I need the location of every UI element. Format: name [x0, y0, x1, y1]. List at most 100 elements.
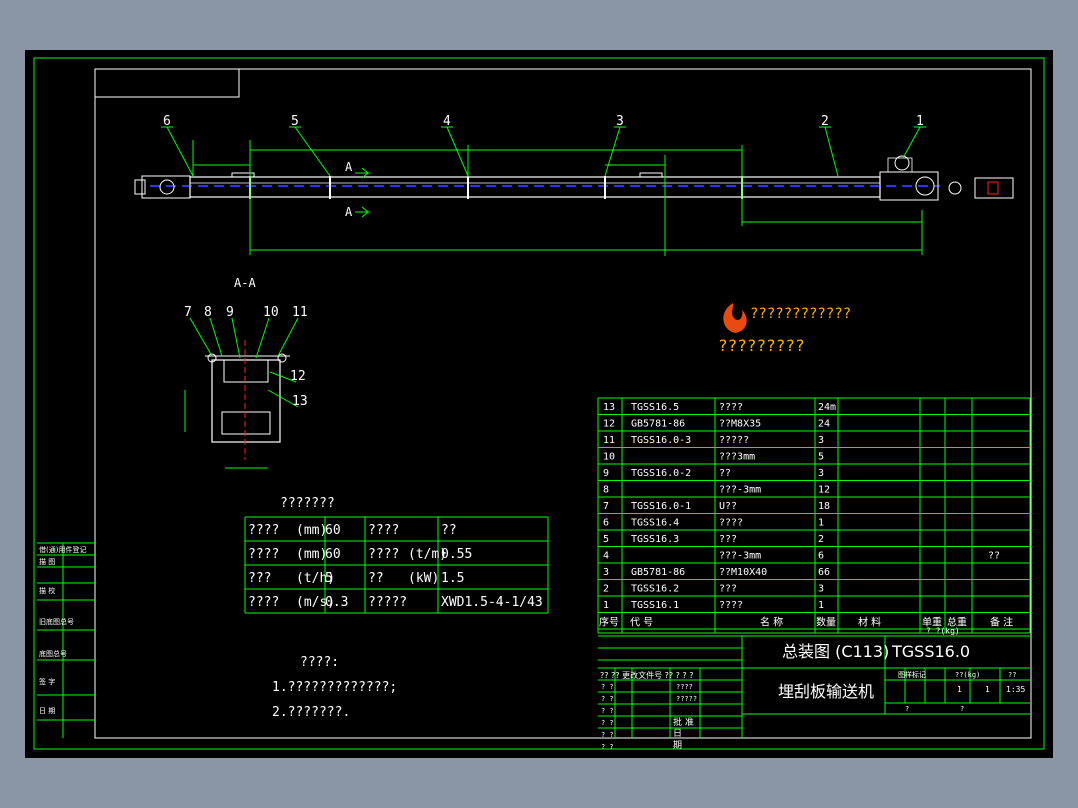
section-markers — [355, 167, 370, 218]
bom-no: 6 — [603, 518, 609, 529]
tb-scale: 1:35 — [1006, 685, 1025, 694]
tb-qty-2: 1 — [985, 685, 990, 694]
params-cell: ?? — [441, 523, 457, 538]
section-bolt-left — [207, 353, 217, 363]
bom-code: TGSS16.1 — [631, 600, 679, 611]
params-title: ??????? — [280, 496, 335, 511]
params-cell: ??? — [248, 571, 271, 586]
bom-header-cell: 材 料 — [858, 616, 881, 629]
bom-qty: 24 — [818, 419, 830, 430]
bom-qty: 3 — [818, 468, 824, 479]
bom-qty: 1 — [818, 518, 824, 529]
callout-6: 6 — [163, 114, 171, 129]
product-name: 埋刮板输送机 — [778, 682, 874, 701]
section-view — [184, 340, 290, 469]
head-sprocket — [915, 176, 935, 196]
section-bolt-right — [277, 353, 287, 363]
section-leader-10 — [255, 317, 270, 359]
section-callout-13: 13 — [292, 394, 308, 409]
params-cell: ?? — [368, 571, 384, 586]
bom-no: 3 — [603, 567, 609, 578]
stage-label: 图样标记 — [898, 670, 926, 679]
callout-leader-1 — [902, 126, 921, 159]
sign-row: ? ? — [601, 743, 614, 751]
bom-header-cell: 名 称 — [760, 616, 783, 629]
bom-no: 1 — [603, 600, 609, 611]
bom-no: 2 — [603, 584, 609, 595]
bom-code: TGSS16.2 — [631, 584, 679, 595]
drive-coupling — [987, 181, 999, 195]
callout-2: 2 — [821, 114, 829, 129]
section-callout-8: 8 — [204, 305, 212, 320]
sign-mid: ????? — [676, 695, 697, 703]
params-cell: ???? — [368, 523, 399, 538]
bom-header-cell: 单重 — [922, 616, 942, 629]
brand-logo — [723, 303, 747, 333]
section-callout-9: 9 — [226, 305, 234, 320]
inner-frame — [94, 68, 1032, 739]
section-leader-9 — [231, 317, 241, 359]
section-leader-11 — [277, 317, 299, 357]
callout-1: 1 — [916, 114, 924, 129]
brand-line-1: ???????????? — [750, 306, 851, 322]
brand-line-2: ????????? — [718, 336, 805, 355]
callout-leader-2 — [824, 126, 839, 177]
bom-no: 10 — [603, 452, 615, 463]
left-strip-label: 描 校 — [39, 586, 55, 595]
section-leader-7 — [189, 317, 213, 357]
bom-no: 13 — [603, 402, 615, 413]
bom-header-cell: 序号 — [599, 616, 619, 629]
bom-qty: 2 — [818, 534, 824, 545]
left-strip-label: 旧底图总号 — [39, 617, 74, 626]
notes-title: ????: — [300, 655, 339, 670]
weight-label: ??(kg) — [955, 671, 980, 679]
drawing-sheet — [25, 50, 1053, 758]
bom-name: ??M8X35 — [719, 419, 761, 430]
sign-row: ? ? — [601, 695, 614, 703]
left-strip-label: 日 期 — [39, 707, 55, 715]
params-cell: 60 — [325, 523, 341, 538]
callout-leader-3 — [604, 126, 621, 177]
scale-label: ?? — [1008, 671, 1016, 679]
inlet-1 — [231, 172, 255, 178]
bom-code: TGSS16.3 — [631, 534, 679, 545]
params-cell: (t/m) — [408, 547, 447, 562]
section-callout-12: 12 — [290, 369, 306, 384]
bom-code: GB5781-86 — [631, 419, 685, 430]
bom-header-unit: ? ?(kg) — [926, 627, 960, 636]
bom-name: ???3mm — [719, 452, 755, 463]
bom-name: ????? — [719, 435, 749, 446]
drive-motor — [894, 155, 910, 171]
tb-sheet-of: ? — [960, 705, 964, 713]
left-strip-label: 描 图 — [39, 557, 55, 566]
section-title: A-A — [234, 276, 256, 290]
bom-header-cell: 备 注 — [990, 616, 1013, 629]
bom-code: TGSS16.0-1 — [631, 501, 691, 512]
note-2: 2.???????. — [272, 705, 350, 720]
callout-leader-4 — [446, 126, 469, 177]
params-cell: 5 — [325, 571, 333, 586]
corner-box — [94, 68, 240, 98]
bom-qty: 18 — [818, 501, 830, 512]
section-leader-12 — [269, 371, 297, 383]
callout-5: 5 — [291, 114, 299, 129]
params-cell: ???? — [368, 547, 399, 562]
section-leader-8 — [209, 317, 223, 357]
drive-unit — [974, 177, 1014, 199]
left-strip — [37, 542, 95, 738]
bom-name: ???-3mm — [719, 485, 761, 496]
date-label-b: 期 — [673, 740, 682, 751]
bom-name: U?? — [719, 501, 737, 512]
approve-label: 批 准 — [673, 716, 694, 728]
bom-name: ??M10X40 — [719, 567, 767, 578]
bom-qty: 12 — [818, 485, 830, 496]
bom-code: TGSS16.0-3 — [631, 435, 691, 446]
date-label-a: 日 — [673, 728, 682, 739]
params-cell: 60 — [325, 547, 341, 562]
sign-row: ? ? — [601, 683, 614, 691]
bom-qty: 3 — [818, 584, 824, 595]
callout-leader-5 — [294, 126, 331, 177]
